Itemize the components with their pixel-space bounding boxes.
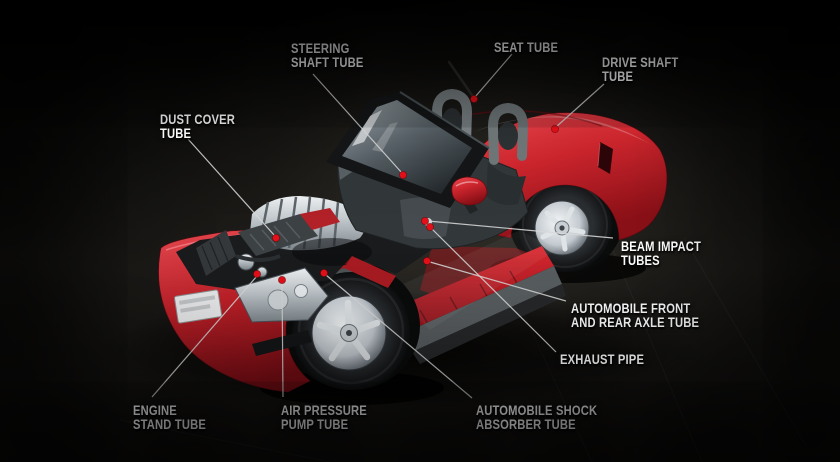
coil-cover xyxy=(300,208,340,230)
tail-light xyxy=(598,142,613,174)
marker-dot-shock-absorber-tube xyxy=(319,268,328,277)
floor-pan xyxy=(402,266,562,352)
leader-line-drive-shaft-tube xyxy=(555,83,605,128)
callout-label-shock-absorber-tube: AUTOMOBILE SHOCK ABSORBER TUBE xyxy=(476,402,598,432)
callout-label-engine-stand-tube: ENGINE STAND TUBE xyxy=(133,402,206,432)
callout-label-front-rear-axle-tube: AUTOMOBILE FRONT AND REAR AXLE TUBE xyxy=(571,300,700,330)
callout-label-seat-tube: SEAT TUBE xyxy=(494,39,559,55)
engine xyxy=(196,196,396,288)
leader-line-air-pressure-pump-tube xyxy=(281,281,284,398)
chassis-sill-cutaway xyxy=(390,230,566,364)
seat-back-right xyxy=(486,162,526,205)
red-frame-rail xyxy=(390,246,554,334)
callout-label-dust-cover-tube: DUST COVER TUBE xyxy=(160,111,236,141)
leader-line-beam-impact-tubes xyxy=(427,220,614,239)
leader-line-front-rear-axle-tube xyxy=(429,261,567,302)
roll-hoop-left xyxy=(431,88,473,153)
marker-dot-engine-stand-tube xyxy=(252,269,261,278)
marker-dot-front-rear-axle-tube xyxy=(422,256,431,265)
windshield xyxy=(326,91,490,208)
rocker-shadow xyxy=(412,284,566,364)
callout-label-beam-impact-tubes: BEAM IMPACT TUBES xyxy=(621,238,701,268)
leader-line-exhaust-pipe xyxy=(430,227,557,353)
antenna xyxy=(447,60,476,100)
marker-dot-air-pressure-pump-tube xyxy=(277,275,286,284)
marker-dot-beam-impact-tubes xyxy=(420,216,429,225)
cowl-frame-red xyxy=(344,256,396,288)
license-plate xyxy=(174,289,223,324)
radiator xyxy=(196,230,236,276)
leader-line-dust-cover-tube xyxy=(187,138,276,237)
callout-label-steering-shaft-tube: STEERING SHAFT TUBE xyxy=(291,40,364,70)
marker-dot-exhaust-pipe xyxy=(425,222,434,231)
callout-label-air-pressure-pump-tube: AIR PRESSURE PUMP TUBE xyxy=(281,402,367,432)
callout-label-drive-shaft-tube: DRIVE SHAFT TUBE xyxy=(602,54,679,84)
marker-dot-drive-shaft-tube xyxy=(551,125,560,134)
leader-line-seat-tube xyxy=(474,53,513,98)
marker-dot-seat-tube xyxy=(469,95,478,104)
callout-label-exhaust-pipe: EXHAUST PIPE xyxy=(560,351,645,367)
door-mirror xyxy=(451,176,488,214)
leader-line-shock-absorber-tube xyxy=(325,274,473,399)
glass-reflection xyxy=(352,110,382,146)
leader-line-steering-shaft-tube xyxy=(312,73,403,174)
marker-dot-steering-shaft-tube xyxy=(398,170,407,179)
leader-line-engine-stand-tube xyxy=(151,275,258,398)
roll-hoop-right xyxy=(487,102,529,165)
front-nose xyxy=(158,196,434,393)
marker-dot-dust-cover-tube xyxy=(271,233,280,242)
